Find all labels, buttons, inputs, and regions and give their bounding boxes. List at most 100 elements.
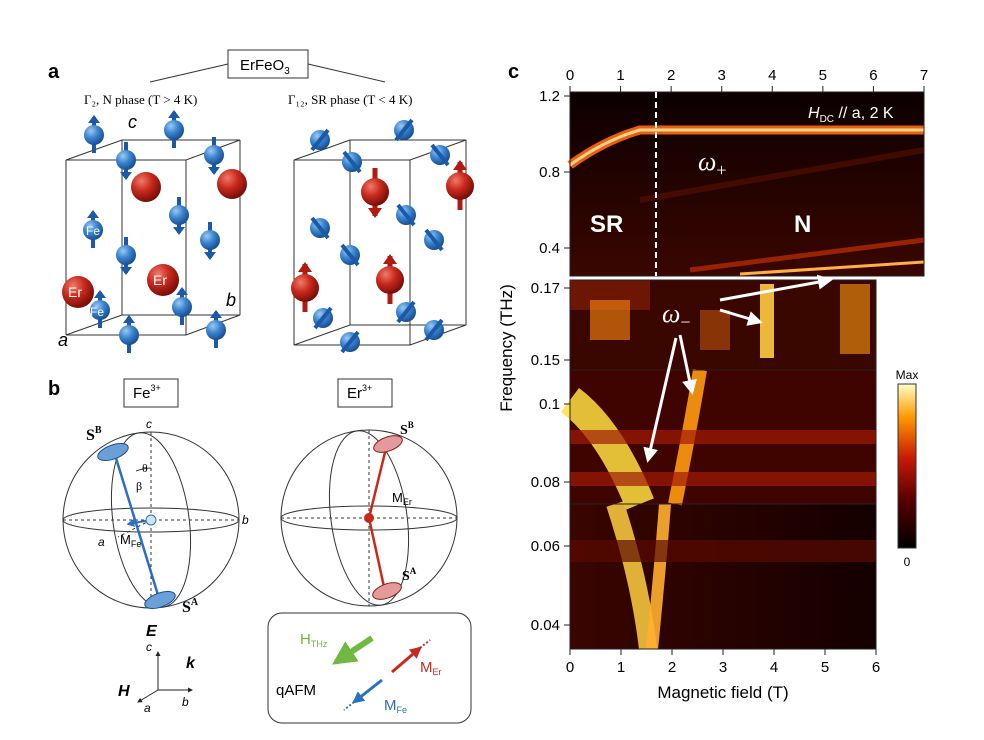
panel-a-label: a bbox=[48, 61, 60, 83]
fe-atom bbox=[202, 135, 226, 175]
y-axis-label: Frequency (THz) bbox=[497, 284, 516, 412]
sb-label: SB bbox=[86, 425, 102, 444]
x-axis-label: Magnetic field (T) bbox=[657, 683, 788, 702]
er-title: Er3+ bbox=[347, 383, 372, 402]
h-field-label: H bbox=[118, 683, 130, 700]
er-atom bbox=[147, 264, 179, 296]
omega-minus-label: ω− bbox=[662, 299, 691, 332]
y-tick-label: 0.8 bbox=[539, 164, 560, 181]
fe-atom bbox=[198, 220, 222, 260]
y-tick-label: 0.1 bbox=[539, 396, 560, 413]
top-x-tick-label: 5 bbox=[819, 67, 827, 84]
y-tick-label: 0.15 bbox=[531, 352, 560, 369]
bottom-x-tick-label: 2 bbox=[668, 659, 676, 676]
sa-label: SA bbox=[182, 597, 199, 616]
er-sphere bbox=[280, 429, 458, 607]
compound-box bbox=[227, 49, 309, 79]
mer-box-label: MEr bbox=[420, 659, 442, 677]
fe-spin-axis bbox=[110, 444, 160, 596]
er-atom bbox=[131, 172, 161, 202]
top-x-tick-label: 7 bbox=[920, 67, 928, 84]
theta-label: θ bbox=[142, 461, 148, 475]
mer-label: MEr bbox=[392, 490, 412, 507]
fe-atom bbox=[162, 110, 186, 150]
beta-label: β bbox=[136, 479, 142, 493]
panel-b: b Fe3+ Er3+ θ β c b a MFe SB SA bbox=[48, 378, 472, 724]
compound-leader-left bbox=[149, 63, 229, 83]
field-axes bbox=[137, 651, 193, 703]
right-phase-label: Γ₁₂, SR phase (T < 4 K) bbox=[288, 92, 412, 107]
er-sa-cone bbox=[372, 582, 402, 600]
compound-name: ErFeO3 bbox=[240, 57, 290, 77]
hthz-label: HTHz bbox=[300, 631, 328, 649]
fe-atom bbox=[114, 235, 138, 275]
fe-atom bbox=[204, 310, 228, 350]
top-x-tick-label: 4 bbox=[768, 67, 776, 84]
y-tick-label: 0.17 bbox=[531, 280, 560, 297]
top-x-tick-label: 6 bbox=[869, 67, 877, 84]
theta-arc bbox=[135, 467, 152, 472]
colorbar bbox=[897, 383, 917, 549]
hthz-arrow bbox=[332, 635, 374, 665]
er-atom-spin-up bbox=[446, 160, 474, 210]
mer-arrow bbox=[391, 646, 422, 674]
axis-b-label: b bbox=[226, 290, 236, 310]
top-x-tick-label: 3 bbox=[718, 67, 726, 84]
mfe-label: MFe bbox=[120, 532, 141, 549]
y-tick-label: 0.06 bbox=[531, 538, 560, 555]
bottom-x-tick-label: 6 bbox=[872, 659, 880, 676]
y-tick-label: 0.08 bbox=[531, 474, 560, 491]
er-atom-spin-up bbox=[291, 262, 319, 312]
panel-b-label: b bbox=[48, 378, 60, 400]
er-spin-a bbox=[367, 517, 388, 597]
bottom-x-tick-label: 0 bbox=[566, 659, 574, 676]
sr-label: SR bbox=[590, 211, 623, 238]
y-tick-label: 0.4 bbox=[539, 240, 560, 257]
omega-plus-label: ω+ bbox=[698, 147, 727, 180]
fe-sb-cone bbox=[97, 442, 129, 462]
n-label: N bbox=[794, 211, 811, 238]
fe-title: Fe3+ bbox=[133, 383, 161, 402]
right-unit-cell bbox=[293, 139, 467, 346]
colorbar-max-label: Max bbox=[896, 368, 919, 382]
mfe-box-arrow bbox=[352, 678, 383, 704]
fe-atom bbox=[117, 315, 141, 355]
er-center bbox=[364, 513, 374, 523]
fe-label-2: Fe bbox=[90, 305, 104, 319]
hdc-annotation: HDC // a, 2 K bbox=[808, 105, 894, 125]
right-fe-atoms bbox=[310, 118, 450, 354]
panel-c-label: c bbox=[508, 61, 519, 83]
k-vector-label: k bbox=[186, 655, 196, 672]
qafm-label: qAFM bbox=[276, 682, 316, 699]
sphere-b-label: b bbox=[242, 513, 249, 527]
fe-atom bbox=[114, 140, 138, 180]
colorbar-min-label: 0 bbox=[904, 555, 911, 569]
er-atom bbox=[62, 276, 94, 308]
omega-minus-arrows bbox=[643, 274, 833, 463]
er-label-2: Er bbox=[153, 272, 167, 288]
y-tick-label: 0.04 bbox=[531, 617, 560, 634]
heatmap-features bbox=[560, 125, 925, 651]
er-atom-spin-down bbox=[361, 168, 389, 218]
er-title-box bbox=[337, 378, 393, 408]
fe-label: Fe bbox=[86, 224, 100, 238]
mfe-box-label: MFe bbox=[384, 697, 407, 715]
bottom-x-tick-label: 4 bbox=[770, 659, 778, 676]
fe-sa-cone bbox=[144, 590, 176, 610]
er-sb-label: SB bbox=[400, 420, 414, 438]
er-spin-b bbox=[367, 439, 390, 519]
fe-title-box bbox=[123, 378, 179, 408]
sphere-a-label: a bbox=[98, 535, 105, 549]
axis-c-label: c bbox=[128, 112, 137, 132]
triad-c: c bbox=[146, 640, 152, 654]
triad-a: a bbox=[144, 701, 151, 715]
top-x-tick-label: 0 bbox=[566, 67, 574, 84]
plot-panel-1-frame bbox=[569, 91, 925, 277]
fe-atom bbox=[170, 287, 194, 327]
er-label: Er bbox=[68, 284, 82, 300]
er-sb-cone bbox=[373, 435, 403, 453]
left-phase-label: Γ₂, N phase (T > 4 K) bbox=[84, 92, 197, 107]
